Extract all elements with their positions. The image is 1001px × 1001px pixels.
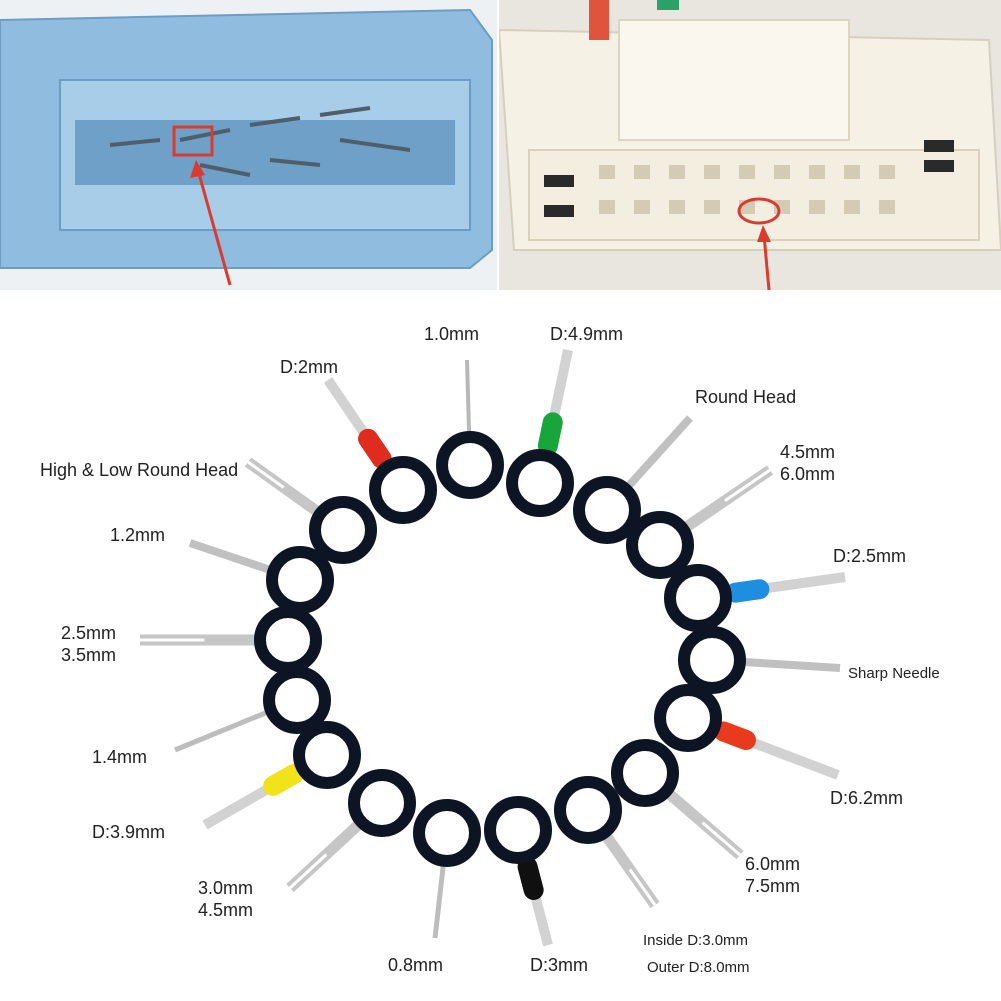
- extraction-tool-7: [654, 684, 840, 780]
- green-sleeve: [537, 412, 563, 456]
- fork-slot: [288, 853, 328, 890]
- extraction-tool-18: [323, 377, 437, 524]
- orange-sleeve: [713, 721, 756, 751]
- tool-pin: [188, 539, 271, 574]
- tool-1-label: 1.0mm: [424, 324, 480, 344]
- tool-ring: [664, 564, 732, 632]
- red-sleeve: [358, 428, 392, 469]
- black-sleeve: [517, 856, 544, 900]
- tool-4-label-a: 4.5mm: [780, 442, 836, 462]
- extraction-tool-8: [611, 739, 744, 860]
- tool-12-label: D:3.9mm: [92, 822, 166, 842]
- tool-pin: [174, 709, 269, 753]
- tool-ring: [266, 546, 334, 614]
- extraction-tool-5: [664, 564, 846, 632]
- tool-pin: [743, 658, 841, 672]
- tool-8-label-a: 6.0mm: [745, 854, 801, 874]
- fork-slot: [628, 868, 657, 906]
- tool-10-label: 0.8mm: [388, 955, 444, 975]
- arrow-left: [196, 169, 232, 286]
- tool-ring: [254, 606, 322, 674]
- tool-4-label-b: 6.0mm: [780, 464, 836, 484]
- extraction-tool-12: [286, 769, 416, 893]
- tool-4-label: 4.5mm 6.0mm: [780, 441, 835, 485]
- extraction-tool-set: [140, 348, 846, 947]
- outer-diameter-value: :8.0mm: [699, 959, 750, 976]
- extraction-tool-2: [506, 348, 574, 517]
- extraction-tool-10: [484, 796, 553, 947]
- tool-ring: [611, 739, 679, 807]
- tool-11-label-b: 4.5mm: [198, 900, 254, 920]
- inside-diameter-value: :3.0mm: [698, 932, 749, 949]
- extraction-tool-9: [554, 776, 660, 909]
- tool-ring: [263, 666, 331, 734]
- tool-16-label: High & Low Round Head: [40, 460, 239, 480]
- extraction-tool-4: [626, 465, 774, 579]
- tool-11-label: 3.0mm 4.5mm: [198, 877, 253, 921]
- tool-17-label: D:2mm: [280, 357, 338, 377]
- tool-5-label: D:2.5mm: [833, 546, 907, 566]
- tool-ring: [293, 721, 361, 789]
- tool-8-label-b: 7.5mm: [745, 876, 801, 896]
- tool-ring: [484, 796, 552, 864]
- tool-3-label: Round Head: [695, 387, 797, 407]
- fork-slot: [247, 460, 285, 489]
- tool-14-label-a: 2.5mm: [61, 623, 117, 643]
- highlight-square: [172, 125, 214, 157]
- blue-connector-illustration: [0, 0, 497, 290]
- tool-14-label-b: 3.5mm: [61, 645, 117, 665]
- arrow-right: [762, 234, 771, 291]
- tool-ring: [626, 511, 694, 579]
- tool-ring: [309, 496, 377, 564]
- inside-diameter-label: Inside D: [643, 932, 699, 949]
- tool-ring: [436, 431, 504, 499]
- extraction-tool-11: [413, 799, 481, 939]
- extraction-tool-15: [140, 606, 322, 674]
- white-connector-photo: [497, 0, 1001, 291]
- blue-sleeve: [725, 579, 770, 603]
- tool-15-label: 1.2mm: [110, 525, 166, 545]
- highlight-circle: [737, 197, 781, 225]
- tool-9-label: D:3mm: [530, 955, 588, 975]
- tool-7-label: D:6.2mm: [830, 788, 904, 808]
- tool-ring: [654, 684, 722, 752]
- extraction-tool-3: [573, 415, 693, 544]
- tool-ring: [348, 769, 416, 837]
- fork-slot: [701, 821, 741, 857]
- tool-pin: [432, 864, 446, 939]
- extraction-tool-6: [678, 626, 841, 694]
- fork-slot: [724, 468, 771, 502]
- tool-ring: [678, 626, 746, 694]
- tool-ring: [554, 776, 622, 844]
- tool-ring: [573, 476, 641, 544]
- extraction-tool-16: [188, 539, 334, 614]
- tool-14-label: 2.5mm 3.5mm: [61, 622, 116, 666]
- white-connector-illustration: [497, 0, 1001, 291]
- tool-ring: [413, 799, 481, 867]
- tool-8-label: 6.0mm 7.5mm: [745, 853, 800, 897]
- tool-2-label: D:4.9mm: [550, 324, 624, 344]
- tool-11-label-a: 3.0mm: [198, 878, 254, 898]
- tool-13-label: 1.4mm: [92, 747, 148, 767]
- blue-connector-photo: [0, 0, 497, 290]
- extraction-tool-17: [244, 457, 377, 564]
- inside-diameter-spec: Inside D:3.0mm: [643, 930, 748, 952]
- extraction-tool-1: [436, 359, 504, 499]
- tool-ring: [369, 456, 437, 524]
- outer-diameter-label: Outer D: [647, 959, 700, 976]
- tool-pin: [465, 359, 472, 434]
- extraction-tool-13: [202, 721, 361, 830]
- yellow-sleeve: [263, 763, 305, 796]
- tool-6-label: Sharp Needle: [848, 665, 940, 682]
- outer-diameter-spec: Outer D:8.0mm: [647, 957, 750, 979]
- tool-ring: [506, 449, 574, 517]
- tool-pin: [625, 415, 693, 489]
